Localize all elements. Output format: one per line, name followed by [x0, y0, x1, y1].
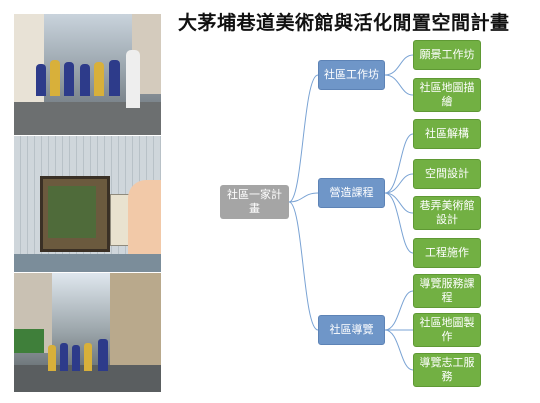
leaf-node-vision-workshop: 願景工作坊 [413, 40, 481, 70]
connector-workshop-2 [384, 74, 414, 96]
connector-tour-1 [384, 290, 414, 331]
connector-tour-3 [384, 329, 414, 371]
page-title: 大茅埔巷道美術館與活化閒置空間計畫 [178, 12, 510, 34]
photo-street-tour [14, 273, 161, 392]
connector-root-workshop [288, 74, 319, 203]
leaf-node-community-map-drawing: 社區地圖描繪 [413, 78, 481, 112]
connector-course-3 [384, 192, 414, 214]
photo-window-artwork [14, 136, 161, 272]
connector-root-course [288, 192, 319, 203]
connector-course-2 [384, 173, 414, 194]
connector-workshop-1 [384, 54, 414, 76]
leaf-node-community-map-making: 社區地圖製作 [413, 313, 481, 347]
photo-students-in-alley [14, 14, 161, 135]
connector-course-4 [384, 192, 414, 254]
leaf-node-alley-museum-design: 巷弄美術館設計 [413, 196, 481, 230]
leaf-node-construction-work: 工程施作 [413, 238, 481, 268]
root-node: 社區一家計畫 [220, 185, 289, 219]
leaf-node-community-deconstruction: 社區解構 [413, 119, 481, 149]
connector-course-1 [384, 133, 414, 194]
branch-node-construction-course: 營造課程 [318, 178, 385, 208]
branch-node-community-workshop: 社區工作坊 [318, 60, 385, 90]
leaf-node-guide-volunteer-service: 導覽志工服務 [413, 353, 481, 387]
leaf-node-guide-service-course: 導覽服務課程 [413, 274, 481, 308]
connector-root-tour [288, 201, 319, 331]
leaf-node-space-design: 空間設計 [413, 159, 481, 189]
branch-node-community-tour: 社區導覽 [318, 315, 385, 345]
